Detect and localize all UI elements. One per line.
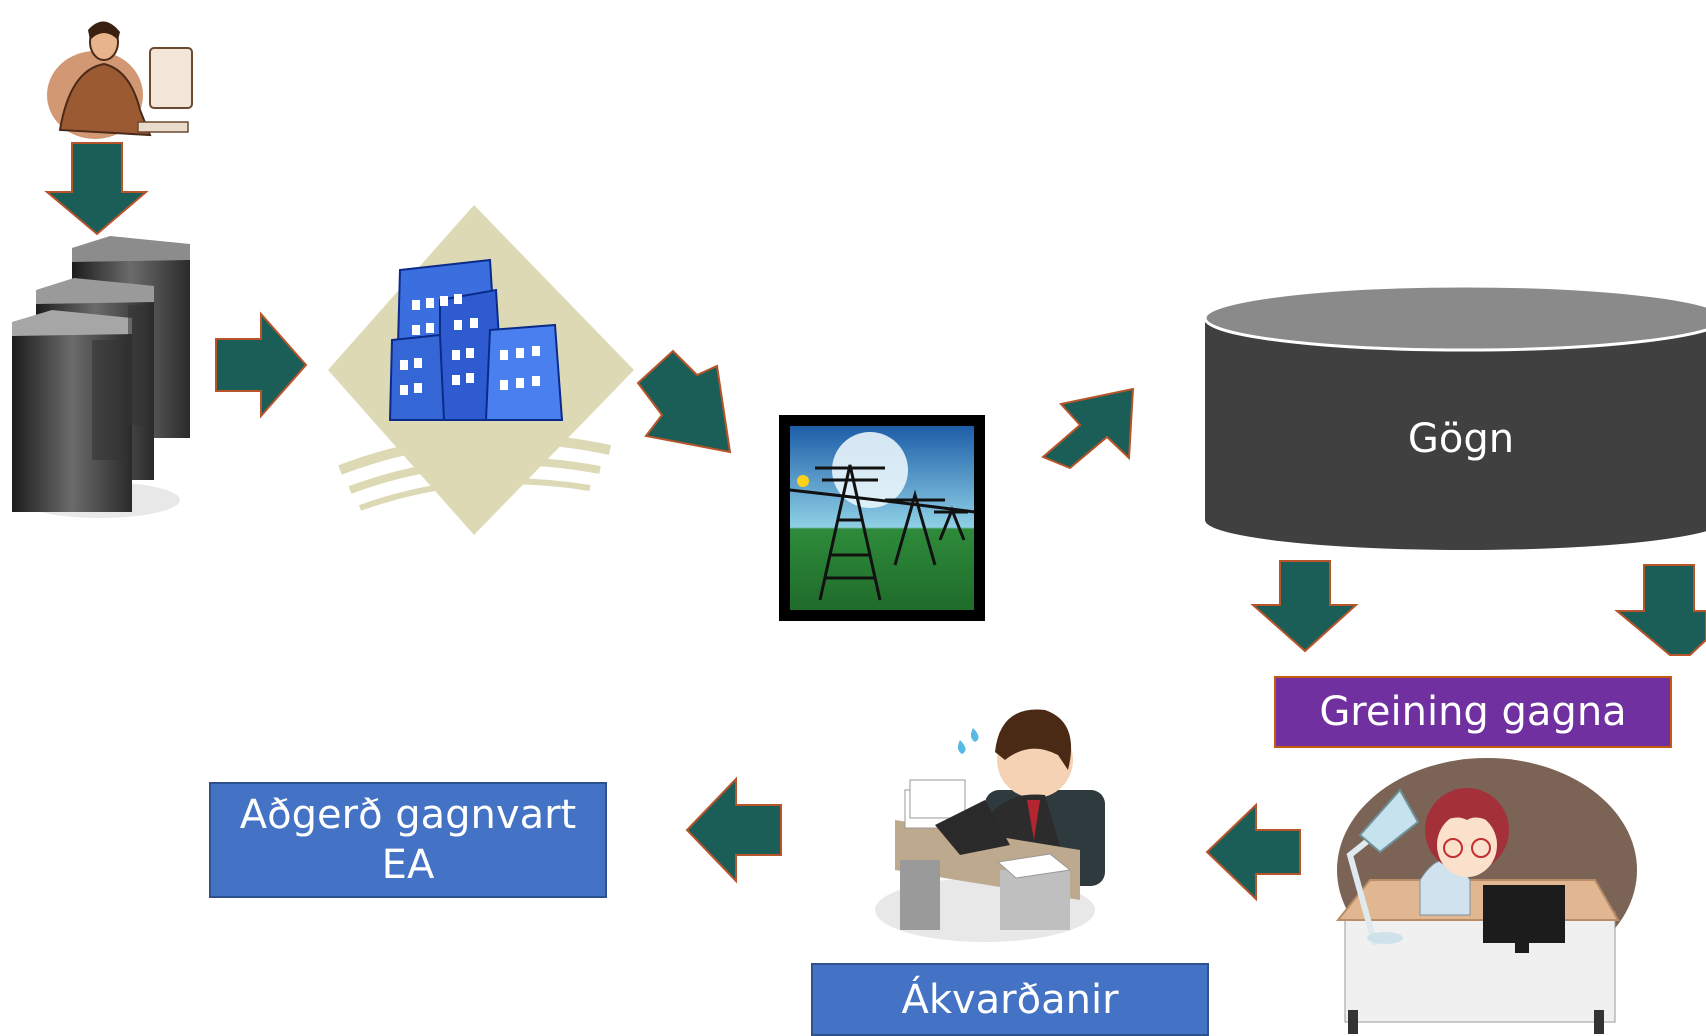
server-rack-icon xyxy=(12,236,190,518)
decisions-label-box: Ákvarðanir xyxy=(811,963,1209,1036)
arrow-diag-city xyxy=(636,349,732,454)
city-buildings-icon xyxy=(328,205,634,535)
arrow-left-decisions xyxy=(685,776,782,884)
action-label-line2: EA xyxy=(381,842,435,888)
arrow-diag-power xyxy=(1041,387,1135,470)
action-label-box: Aðgerð gagnvart EA xyxy=(209,782,607,898)
database-icon xyxy=(1203,284,1706,550)
arrow-down-database-left xyxy=(1250,560,1359,653)
arrow-left-analyst xyxy=(1205,802,1301,902)
arrow-right-servers xyxy=(215,311,308,419)
office-worker-icon xyxy=(47,21,193,139)
arrow-down-database-right xyxy=(1614,564,1706,656)
arrow-down-worker xyxy=(44,142,149,236)
analysis-label: Greining gagna xyxy=(1319,689,1627,735)
decisions-label: Ákvarðanir xyxy=(901,976,1119,1023)
analysis-label-box: Greining gagna xyxy=(1274,676,1672,748)
power-lines-icon xyxy=(779,415,985,621)
action-label-line1: Aðgerð gagnvart xyxy=(239,792,577,838)
stressed-worker-icon xyxy=(875,709,1105,942)
analyst-woman-icon xyxy=(1335,758,1637,1034)
database-label: Gögn xyxy=(1408,416,1514,462)
